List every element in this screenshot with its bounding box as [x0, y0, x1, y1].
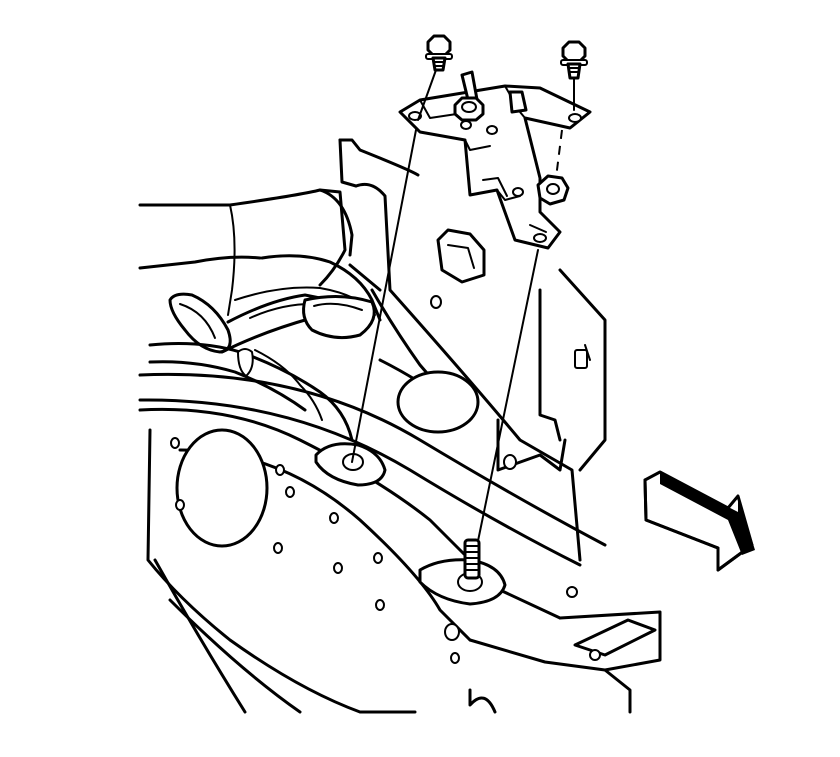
stud-icon — [463, 538, 481, 580]
bolt-icon — [425, 34, 453, 72]
rail-holes — [170, 428, 601, 664]
nut-icon — [536, 174, 570, 206]
direction-arrow-icon — [643, 470, 755, 572]
nut-icon — [453, 96, 485, 122]
splash-shield-panel — [338, 138, 607, 562]
hose-assembly — [148, 292, 376, 442]
alignment-lines — [351, 69, 575, 571]
mounting-boss-stud — [418, 558, 507, 606]
mounting-bracket — [398, 70, 592, 250]
wheelhouse-structure — [138, 188, 382, 322]
bolt-icon — [560, 40, 588, 80]
